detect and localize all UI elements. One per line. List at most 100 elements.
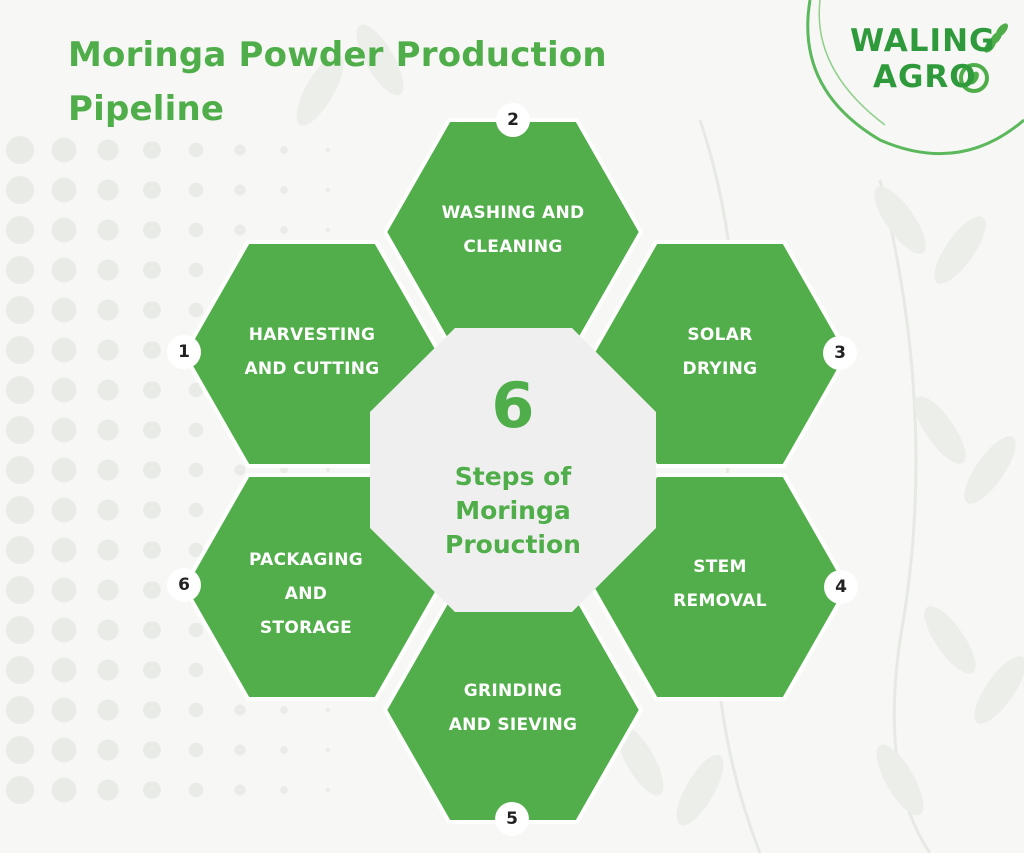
background-dot	[280, 146, 288, 154]
background-dot	[143, 781, 161, 799]
background-dot	[6, 416, 34, 444]
title-line: Pipeline	[68, 89, 225, 129]
background-dot	[143, 141, 161, 159]
background-dot	[6, 696, 34, 724]
background-dot	[143, 661, 161, 679]
step-label-line: PACKAGING	[248, 550, 364, 570]
step-number-badge: 5	[495, 802, 529, 836]
center-caption-line: Prouction	[445, 530, 581, 559]
step-number-badge: 1	[167, 335, 201, 369]
background-dot	[6, 576, 34, 604]
step-label-stem-removal: STEM REMOVAL	[622, 544, 818, 624]
step-label-line: AND CUTTING	[244, 359, 380, 379]
background-dot	[280, 746, 288, 754]
step-number-badge: 6	[167, 568, 201, 602]
page-title: Moringa Powder Production Pipeline	[68, 28, 607, 136]
background-dot	[6, 256, 34, 284]
background-dot	[6, 136, 34, 164]
step-label-line: CLEANING	[463, 237, 563, 257]
center-caption-line: Steps of	[454, 462, 572, 491]
background-dot	[51, 577, 77, 603]
background-dot	[143, 621, 161, 639]
background-dot	[6, 296, 34, 324]
background-dot	[97, 139, 119, 161]
step-label-line: REMOVAL	[673, 591, 767, 611]
background-dot	[6, 616, 34, 644]
background-dot	[97, 179, 119, 201]
background-dot	[51, 417, 77, 443]
background-dot	[188, 702, 204, 718]
background-dot	[97, 419, 119, 441]
step-label-line: STEM	[693, 557, 747, 577]
background-dot	[325, 467, 331, 473]
background-dot	[280, 706, 288, 714]
background-dot	[280, 226, 288, 234]
step-label-line: GRINDING	[463, 681, 563, 701]
brand-logo: WALING AGRO	[790, 0, 1024, 160]
step-label-line: SOLAR	[687, 325, 753, 345]
background-dot	[280, 786, 288, 794]
background-dot	[51, 537, 77, 563]
background-dot	[325, 187, 331, 193]
step-number-badge: 2	[496, 103, 530, 137]
background-dot	[97, 619, 119, 641]
background-dot	[325, 227, 331, 233]
background-dot	[234, 704, 246, 716]
background-dot	[51, 137, 77, 163]
background-dot	[234, 144, 246, 156]
background-dot	[188, 262, 204, 278]
background-dot	[6, 456, 34, 484]
background-dot	[143, 461, 161, 479]
background-dot	[325, 707, 331, 713]
background-dot	[6, 656, 34, 684]
background-dot	[51, 337, 77, 363]
background-dot	[143, 581, 161, 599]
background-dot	[188, 382, 204, 398]
step-label-line: DRYING	[682, 359, 758, 379]
background-dot	[143, 741, 161, 759]
step-label-line: WASHING AND	[441, 203, 585, 223]
background-dot	[97, 259, 119, 281]
background-dot	[6, 176, 34, 204]
background-dot	[143, 181, 161, 199]
background-dot	[325, 147, 331, 153]
background-dot	[234, 224, 246, 236]
background-dot	[51, 497, 77, 523]
background-dot	[51, 257, 77, 283]
background-dot	[97, 499, 119, 521]
background-dot	[280, 186, 288, 194]
background-dot	[143, 701, 161, 719]
background-dot	[97, 539, 119, 561]
background-dot	[234, 464, 246, 476]
background-dot	[97, 379, 119, 401]
step-label-packaging: PACKAGING AND STORAGE	[208, 542, 404, 646]
background-dot	[325, 747, 331, 753]
background-dot	[143, 221, 161, 239]
title-line: Moringa Powder Production	[68, 35, 607, 75]
step-label-washing: WASHING AND CLEANING	[414, 190, 612, 270]
step-label-line: HARVESTING	[248, 325, 376, 345]
background-dot	[188, 662, 204, 678]
background-dot	[51, 657, 77, 683]
background-dot	[143, 541, 161, 559]
leaf-sprig-icon	[984, 23, 1008, 53]
background-dot	[188, 422, 204, 438]
background-dot	[143, 501, 161, 519]
center-caption: Steps of Moringa Prouction	[420, 460, 606, 562]
step-label-harvesting: HARVESTING AND CUTTING	[214, 312, 410, 392]
background-dot	[143, 381, 161, 399]
background-dot	[188, 462, 204, 478]
background-dot	[280, 466, 288, 474]
background-dot	[188, 742, 204, 758]
background-dot	[51, 737, 77, 763]
background-dot	[6, 376, 34, 404]
step-label-line: STORAGE	[259, 618, 353, 638]
background-dot	[188, 142, 204, 158]
center-step-count: 6	[491, 369, 535, 442]
background-dot	[51, 697, 77, 723]
center-caption-line: Moringa	[455, 496, 571, 525]
background-dot	[6, 336, 34, 364]
leaf-decoration	[296, 24, 1024, 826]
logo-o-icon	[959, 63, 989, 93]
